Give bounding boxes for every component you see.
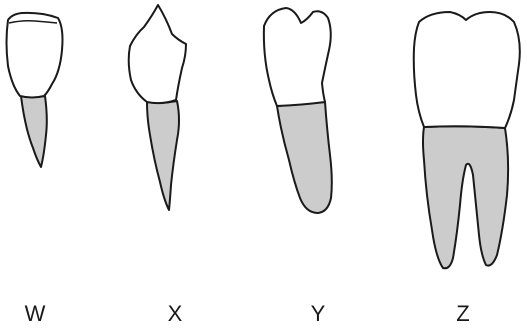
label-x: X (168, 301, 183, 326)
tooth-y-root (277, 102, 332, 213)
tooth-x-root (147, 101, 179, 210)
tooth-w-root (21, 96, 47, 167)
tooth-z-crown (414, 12, 520, 128)
tooth-y (264, 8, 332, 213)
label-w: W (25, 301, 46, 326)
label-y: Y (311, 301, 326, 326)
tooth-z (414, 12, 520, 268)
tooth-z-root (423, 126, 508, 268)
label-z: Z (456, 301, 469, 326)
tooth-w (7, 13, 63, 167)
tooth-x (129, 5, 186, 210)
tooth-y-crown (264, 8, 331, 106)
tooth-w-crown (7, 13, 63, 98)
tooth-x-crown (129, 5, 186, 103)
